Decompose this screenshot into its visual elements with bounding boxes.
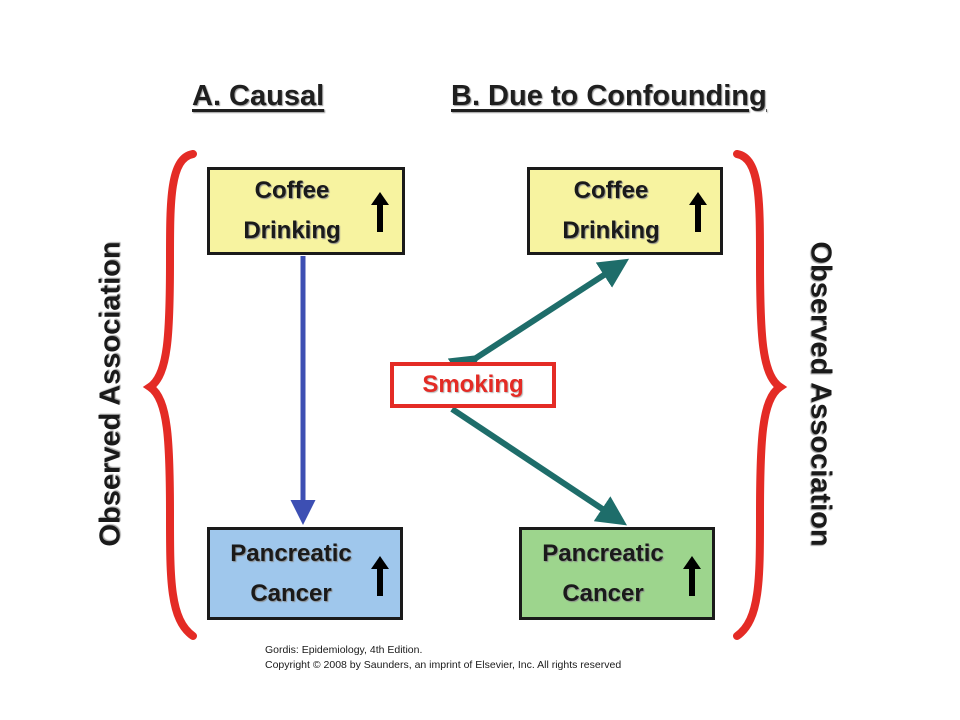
causal-exposure-box: Coffee Drinking (207, 167, 405, 255)
observed-association-right: Observed Association (804, 241, 837, 547)
credit-line-1: Gordis: Epidemiology, 4th Edition. (265, 644, 423, 656)
left-brace (142, 150, 197, 640)
smoking-coffee-arrow (447, 258, 630, 384)
confounding-exposure-box: Coffee Drinking (527, 167, 723, 255)
confounder-label: Smoking (422, 371, 524, 398)
confounder-box: Smoking (390, 362, 556, 408)
increase-arrow-icon (689, 192, 707, 232)
causal-outcome-label: Pancreatic Cancer (230, 539, 352, 607)
confounding-outcome-box: Pancreatic Cancer (519, 527, 715, 620)
heading-causal: A. Causal (192, 80, 325, 112)
causal-exposure-label: Coffee Drinking (243, 177, 341, 244)
smoking-cancer-arrow (450, 406, 627, 526)
observed-association-left: Observed Association (94, 241, 127, 547)
heading-confounding: B. Due to Confounding (451, 80, 767, 112)
right-brace (733, 150, 788, 640)
source-credit: Gordis: Epidemiology, 4th Edition. Copyr… (265, 643, 621, 673)
confounding-exposure-label: Coffee Drinking (562, 177, 660, 244)
increase-arrow-icon (371, 556, 389, 596)
increase-arrow-icon (683, 556, 701, 596)
confounding-outcome-label: Pancreatic Cancer (542, 539, 664, 607)
credit-line-2: Copyright © 2008 by Saunders, an imprint… (265, 659, 622, 671)
increase-arrow-icon (371, 192, 389, 232)
causal-outcome-box: Pancreatic Cancer (207, 527, 403, 620)
